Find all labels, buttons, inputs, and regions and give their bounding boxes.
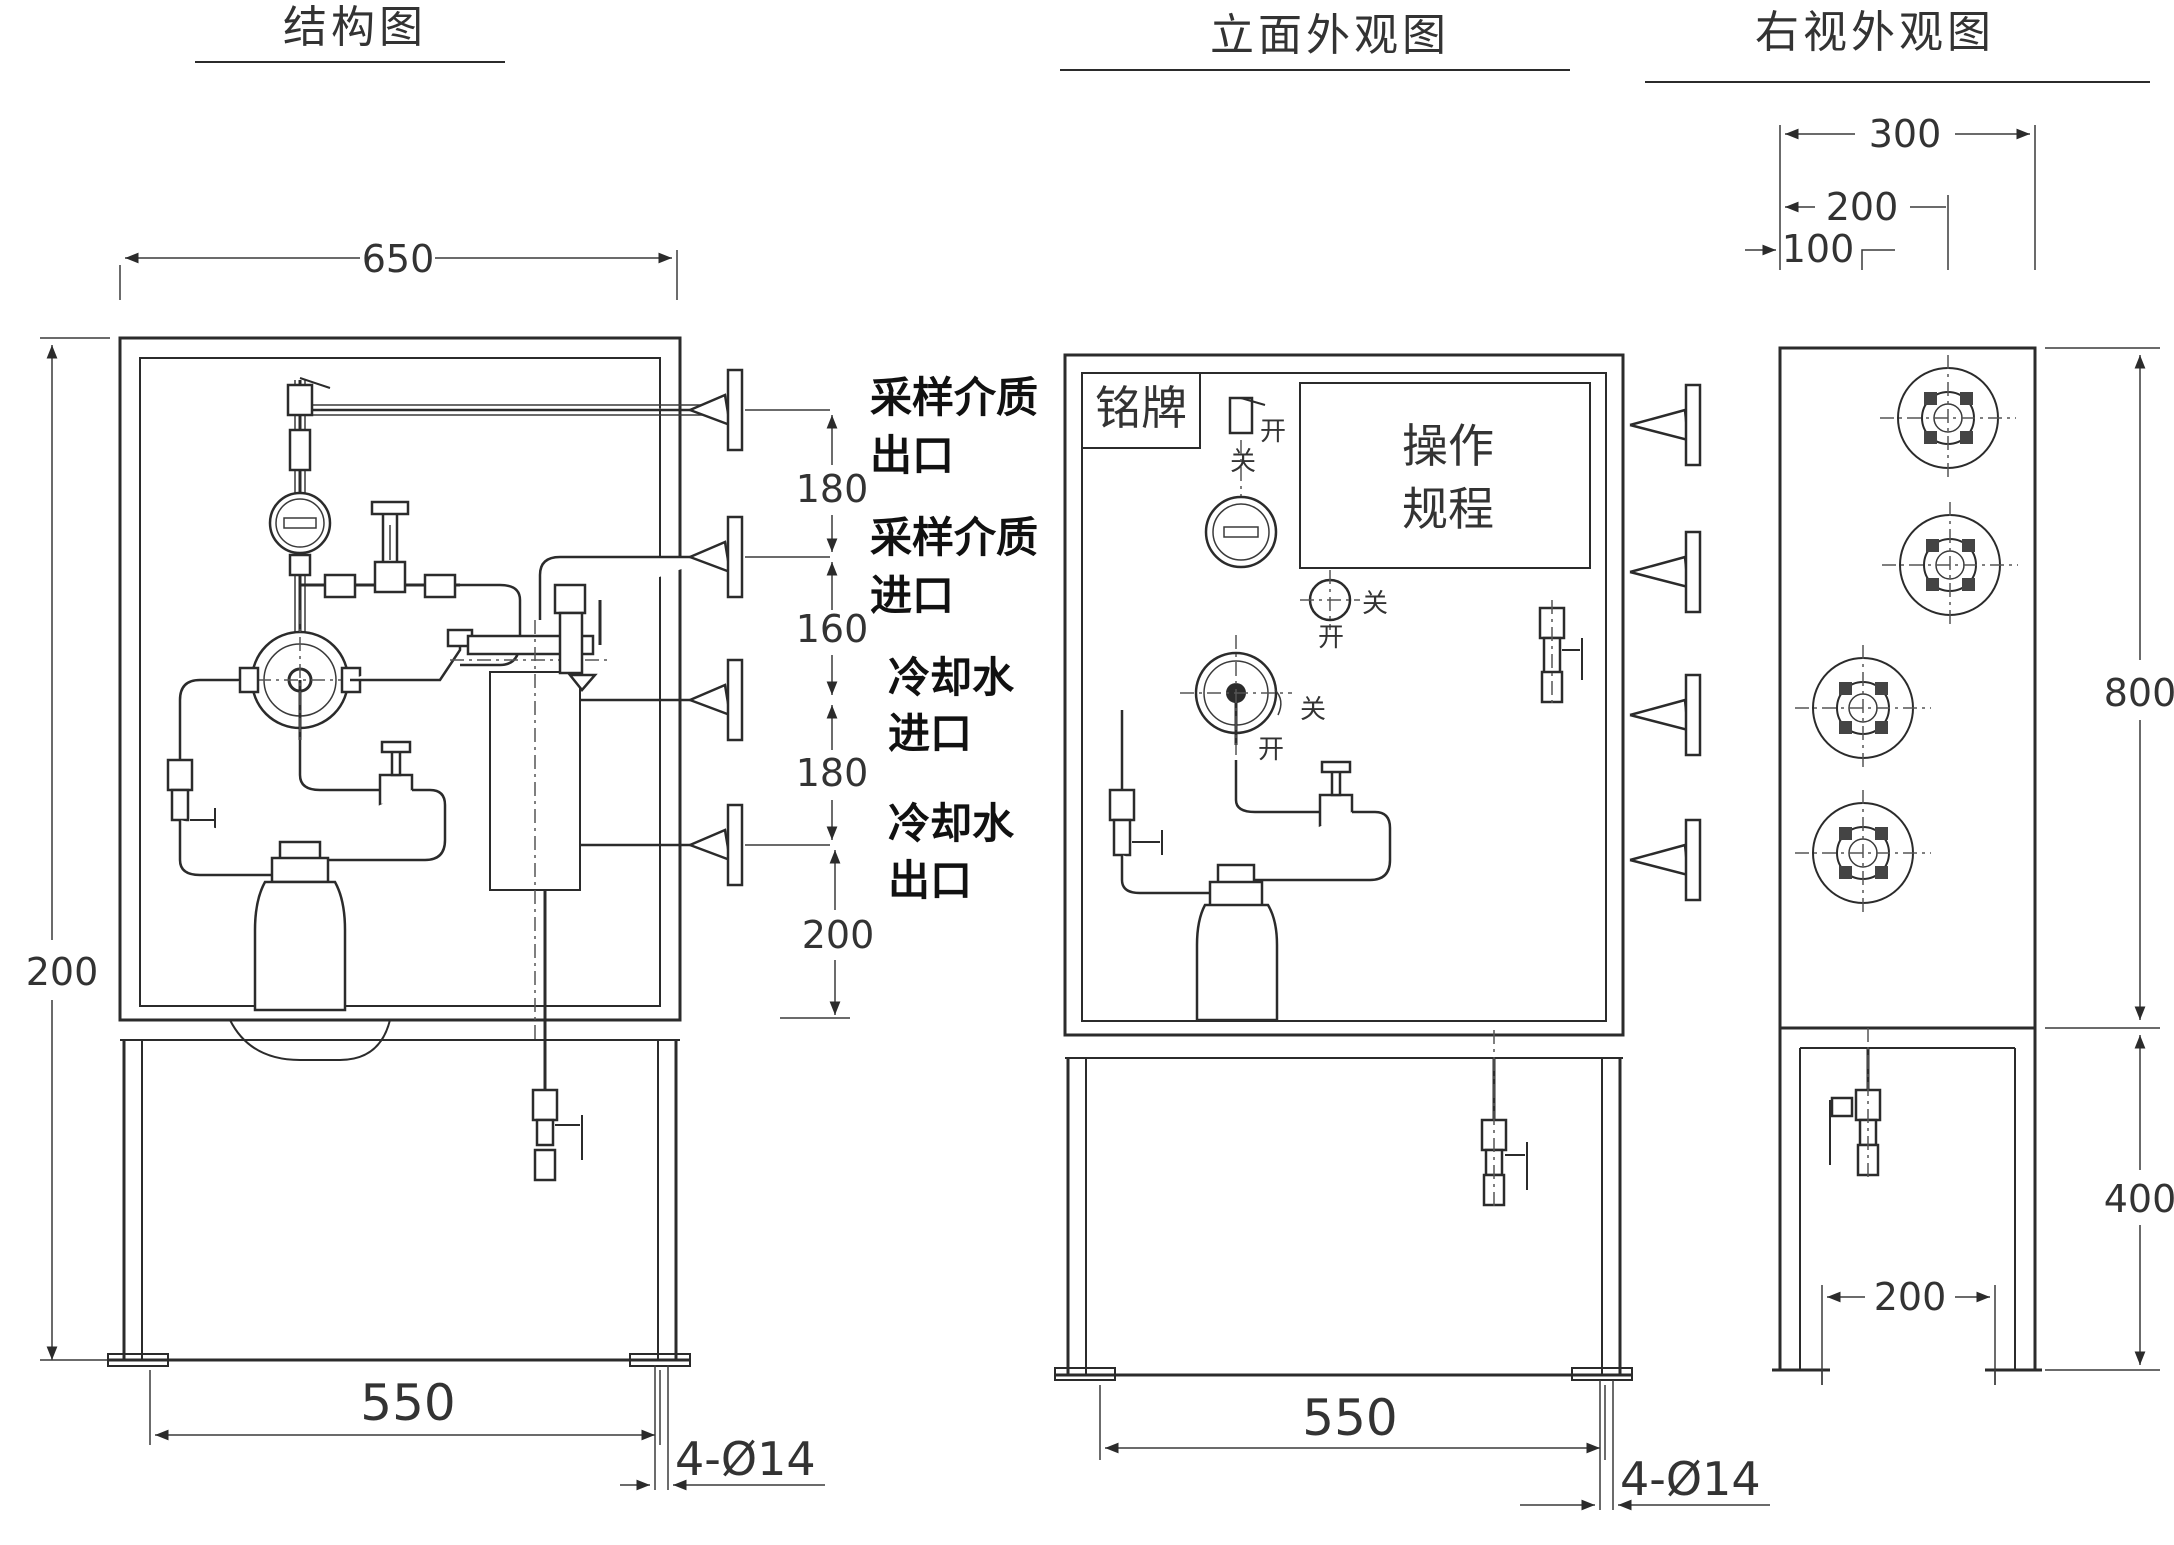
svg-text:关: 关 bbox=[1362, 589, 1388, 619]
right-flange-2 bbox=[1882, 502, 2018, 628]
svg-text:4-Ø14: 4-Ø14 bbox=[1620, 1452, 1761, 1506]
svg-text:出口: 出口 bbox=[888, 856, 972, 905]
svg-text:冷却水: 冷却水 bbox=[888, 653, 1015, 702]
svg-text:550: 550 bbox=[1302, 1389, 1397, 1447]
flange-sample-in bbox=[689, 515, 830, 599]
label-sample-outlet: 采样介质 出口 bbox=[870, 373, 1038, 480]
svg-text:采样介质: 采样介质 bbox=[870, 373, 1038, 422]
right-dim-bottom-200: 200 bbox=[1821, 1275, 1996, 1385]
procedure-board: 操作 规程 bbox=[1299, 382, 1591, 569]
svg-text:进口: 进口 bbox=[870, 571, 954, 620]
svg-text:200: 200 bbox=[1874, 1275, 1947, 1319]
structure-view: 650 200 bbox=[26, 237, 1038, 1491]
front-top-valve: 开 关 bbox=[1228, 396, 1286, 500]
svg-text:4-Ø14: 4-Ø14 bbox=[675, 1432, 816, 1486]
svg-text:右视外观图: 右视外观图 bbox=[1755, 7, 1995, 58]
svg-text:采样介质: 采样介质 bbox=[870, 513, 1038, 562]
svg-text:200: 200 bbox=[26, 950, 99, 994]
front-dim-holes: 4-Ø14 bbox=[1520, 1380, 1770, 1511]
svg-text:650: 650 bbox=[362, 237, 435, 281]
svg-text:规程: 规程 bbox=[1402, 482, 1494, 536]
svg-text:550: 550 bbox=[360, 1374, 455, 1432]
right-flange-4 bbox=[1795, 790, 1931, 915]
right-dims-top: 300 200 100 bbox=[1745, 112, 2036, 271]
right-view: 300 200 100 bbox=[1745, 112, 2174, 1385]
front-small-valve: 关 开 bbox=[1300, 570, 1388, 653]
label-cool-inlet: 冷却水 进口 bbox=[888, 653, 1015, 758]
svg-text:200: 200 bbox=[802, 913, 875, 957]
front-flanges bbox=[1629, 383, 1702, 902]
svg-text:结构图: 结构图 bbox=[283, 2, 427, 53]
label-sample-inlet: 采样介质 进口 bbox=[870, 513, 1038, 620]
flange-cool-out bbox=[689, 803, 830, 887]
dim-holes: 4-Ø14 bbox=[620, 1365, 825, 1491]
right-title: 右视外观图 bbox=[1645, 7, 2150, 83]
right-flange-3 bbox=[1795, 645, 1931, 770]
label-cool-outlet: 冷却水 出口 bbox=[888, 799, 1015, 905]
front-gauge bbox=[1204, 495, 1278, 569]
svg-text:开: 开 bbox=[1318, 623, 1344, 653]
svg-text:出口: 出口 bbox=[870, 431, 954, 480]
right-flange-1 bbox=[1880, 355, 2016, 480]
dim-left-height: 200 bbox=[26, 337, 110, 1361]
dim-base-550: 550 bbox=[149, 1370, 661, 1445]
svg-text:180: 180 bbox=[796, 467, 869, 511]
svg-text:180: 180 bbox=[796, 751, 869, 795]
front-title: 立面外观图 bbox=[1060, 10, 1570, 71]
svg-text:300: 300 bbox=[1869, 112, 1942, 156]
nameplate: 铭牌 bbox=[1081, 372, 1201, 449]
svg-text:立面外观图: 立面外观图 bbox=[1210, 10, 1450, 61]
front-view: 铭牌 操作 规程 开 关 关 开 bbox=[1054, 353, 1770, 1511]
svg-text:100: 100 bbox=[1782, 227, 1855, 271]
right-dims-side: 800 400 bbox=[2045, 347, 2174, 1371]
dim-650: 650 bbox=[119, 237, 678, 300]
structure-title: 结构图 bbox=[195, 2, 505, 63]
svg-text:冷却水: 冷却水 bbox=[888, 799, 1015, 848]
svg-text:关: 关 bbox=[1230, 447, 1256, 477]
flange-cool-in bbox=[689, 658, 744, 742]
svg-text:铭牌: 铭牌 bbox=[1095, 381, 1187, 435]
svg-text:400: 400 bbox=[2104, 1177, 2174, 1221]
front-dim-base-550: 550 bbox=[1099, 1385, 1606, 1460]
svg-text:开: 开 bbox=[1260, 417, 1286, 447]
svg-text:800: 800 bbox=[2104, 671, 2174, 715]
flange-sample-out bbox=[689, 368, 830, 452]
svg-text:关: 关 bbox=[1300, 695, 1326, 725]
svg-text:开: 开 bbox=[1258, 735, 1284, 765]
svg-text:进口: 进口 bbox=[888, 709, 972, 758]
dim-chain: 180 160 180 200 bbox=[780, 415, 875, 1019]
front-big-valve: 关 开 bbox=[1180, 635, 1326, 765]
svg-text:160: 160 bbox=[796, 607, 869, 651]
svg-text:操作: 操作 bbox=[1402, 419, 1494, 473]
svg-text:200: 200 bbox=[1826, 185, 1899, 229]
